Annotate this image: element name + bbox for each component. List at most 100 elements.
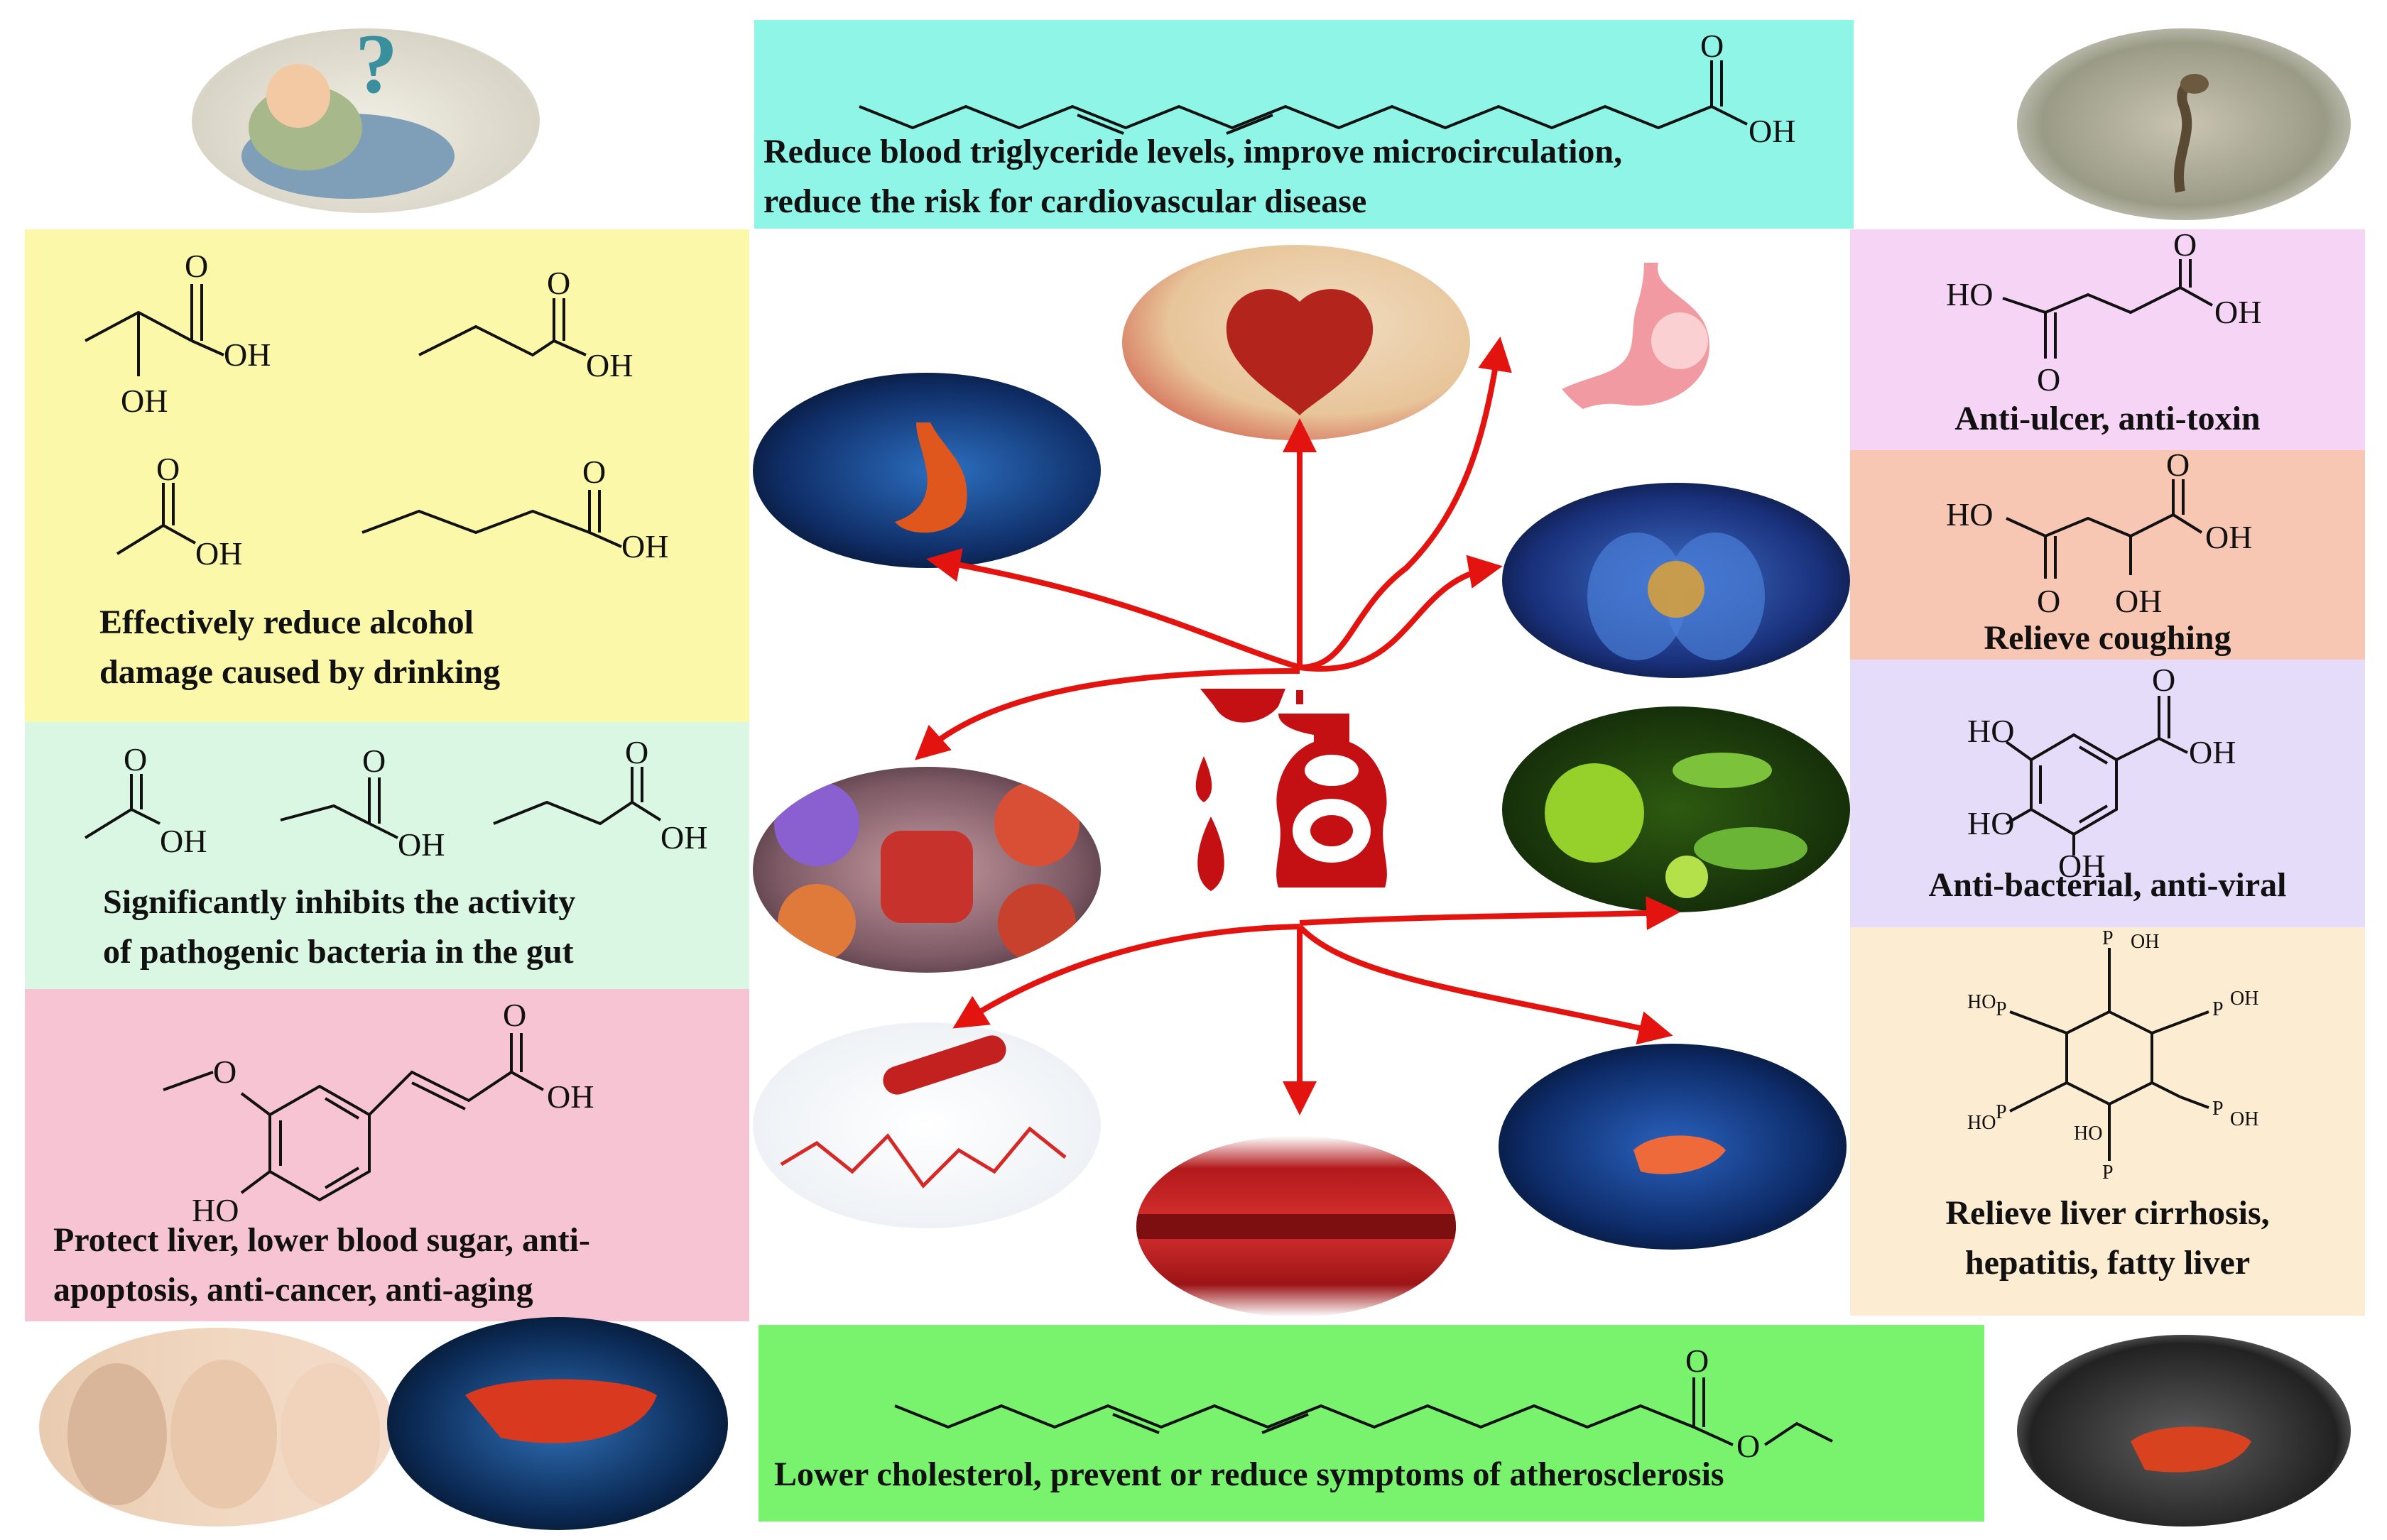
hydroxyl-label: OH xyxy=(586,347,633,383)
ulcer-effect-box xyxy=(1850,229,2365,450)
hydroxyl-label: OH xyxy=(2205,519,2252,555)
alcohol-effect-caption-1: Effectively reduce alcohol xyxy=(99,604,474,641)
ethyl-linoleate-structure: O O xyxy=(894,1343,1833,1464)
bacteria-effect-caption-2: of pathogenic bacteria in the gut xyxy=(103,933,574,971)
hydroxyl-label: HO xyxy=(1967,805,2014,841)
aging-faces-icon xyxy=(39,1328,394,1527)
oxygen-label: O xyxy=(185,248,208,284)
oxygen-label: O xyxy=(582,454,606,490)
phosphorus-label: P xyxy=(2212,998,2224,1020)
oxygen-label: O xyxy=(1685,1343,1709,1379)
oxygen-label: O xyxy=(124,741,147,777)
hydroxyl-label: OH xyxy=(2058,848,2105,884)
cough-effect-box xyxy=(1850,450,2365,660)
hydroxyl-label: HO xyxy=(192,1192,239,1228)
hydroxyl-label: OH xyxy=(2230,988,2258,1010)
alcohol-effect-box xyxy=(25,229,749,722)
liver-icon xyxy=(2017,1335,2351,1527)
hydroxyl-label: OH xyxy=(1749,113,1795,149)
phosphorus-label: P xyxy=(1996,998,2007,1020)
hydroxyl-label: OH xyxy=(2230,1108,2258,1130)
cirrhosis-effect-caption-1: Relieve liver cirrhosis, xyxy=(1945,1194,2270,1232)
gallic-acid-structure: HO HO OH O OH xyxy=(1967,662,2236,884)
oxygen-label: O xyxy=(547,265,570,301)
liver-icon xyxy=(387,1317,728,1530)
ester-oxygen-label: O xyxy=(1736,1428,1760,1464)
lactic-acid-structure: O OH OH xyxy=(85,248,271,419)
linoleic-acid-structure: O OH xyxy=(859,28,1795,149)
malic-acid-structure: HO O OH O OH xyxy=(1946,447,2252,619)
caproic-acid-structure: O OH xyxy=(361,454,668,564)
arrow-to-lungs xyxy=(1299,555,1503,672)
blood-vessel-icon xyxy=(1136,1136,1456,1317)
phosphorus-label: P xyxy=(2102,927,2114,949)
hydroxyl-label: OH xyxy=(621,528,668,564)
butyric-acid-structure-small: O OH xyxy=(493,734,707,856)
oxygen-label: O xyxy=(503,997,526,1033)
hydroxyl-label: HO xyxy=(1967,713,2014,749)
hydroxyl-label: OH xyxy=(121,383,168,419)
butyric-acid-structure: O OH xyxy=(418,265,633,383)
drunk-man-icon: ? xyxy=(192,28,540,213)
hydroxyl-label: OH xyxy=(2115,583,2162,619)
bacteria-effect-box xyxy=(25,722,749,989)
svg-text:?: ? xyxy=(355,28,398,111)
hydroxyl-label: HO xyxy=(1946,496,1993,533)
arrow-to-intestine xyxy=(915,668,1300,760)
cirrhosis-effect-caption-2: hepatitis, fatty liver xyxy=(1964,1244,2251,1282)
oxygen-label: O xyxy=(1700,28,1724,64)
wine-icon xyxy=(1195,689,1387,891)
hydroxyl-label: HO xyxy=(1946,276,1993,312)
oxygen-label: O xyxy=(2037,361,2060,398)
bottom-effect-caption: Lower cholesterol, prevent or reduce sym… xyxy=(774,1456,1724,1493)
phosphorus-label: P xyxy=(2212,1098,2224,1120)
hydroxyl-label: OH xyxy=(2214,294,2261,330)
arrow-to-stomach-left xyxy=(926,548,1301,670)
lungs-icon xyxy=(1502,483,1850,678)
arrow-to-blood-test xyxy=(952,924,1300,1029)
cirrhosis-effect-box xyxy=(1850,927,2365,1316)
liver-effect-caption-2: apoptosis, anti-cancer, anti-aging xyxy=(53,1271,533,1309)
liver-icon xyxy=(1499,1044,1847,1250)
hydroxyl-label: HO xyxy=(1967,991,1996,1013)
phosphorus-label: P xyxy=(1996,1101,2007,1123)
heart-icon xyxy=(1122,245,1470,440)
hydroxyl-label: OH xyxy=(547,1078,594,1115)
hydroxyl-label: OH xyxy=(660,819,707,856)
antibacterial-effect-caption: Anti-bacterial, anti-viral xyxy=(1928,866,2287,904)
stomach-icon xyxy=(1545,249,1779,433)
ulcer-effect-caption: Anti-ulcer, anti-toxin xyxy=(1954,400,2261,437)
top-effect-caption-1: Reduce blood triglyceride levels, improv… xyxy=(763,133,1623,170)
bacteria-effect-caption-1: Significantly inhibits the activity xyxy=(103,883,576,921)
phytic-acid-structure: P P P P P P OH OH OH HO HO HO xyxy=(1967,927,2258,1184)
hydroxyl-label: HO xyxy=(2074,1123,2102,1145)
oxygen-label: O xyxy=(156,451,180,487)
oxygen-label: O xyxy=(2152,662,2175,698)
liver-effect-box xyxy=(25,989,749,1321)
alcohol-effect-caption-2: damage caused by drinking xyxy=(99,653,501,691)
hydroxyl-label: OH xyxy=(2189,734,2236,770)
microbes-icon xyxy=(1502,706,1850,912)
antibacterial-effect-box xyxy=(1850,660,2365,927)
cobra-icon xyxy=(2017,28,2351,220)
hydroxyl-label: OH xyxy=(2131,931,2159,953)
top-effect-caption-2: reduce the risk for cardiovascular disea… xyxy=(763,182,1367,220)
stomach-icon xyxy=(753,373,1101,568)
succinic-acid-structure: HO O O OH xyxy=(1946,226,2261,398)
hydroxyl-label: OH xyxy=(224,337,271,373)
arrow-to-stomach-top xyxy=(1299,337,1512,670)
oxygen-label: O xyxy=(2166,447,2190,483)
blood-test-icon xyxy=(753,1022,1101,1228)
arrow-to-liver xyxy=(1298,924,1673,1045)
phosphorus-label: P xyxy=(2102,1162,2114,1184)
liver-effect-caption-1: Protect liver, lower blood sugar, anti- xyxy=(53,1221,590,1259)
acetic-acid-structure: O OH xyxy=(116,451,242,572)
oxygen-label: O xyxy=(2037,583,2060,619)
oxygen-label: O xyxy=(2173,226,2197,263)
arrow-to-microbes xyxy=(1299,896,1680,931)
bottom-effect-box xyxy=(758,1325,1984,1522)
cough-effect-caption: Relieve coughing xyxy=(1984,619,2231,657)
oxygen-label: O xyxy=(362,743,386,779)
oxygen-label: O xyxy=(625,734,648,770)
